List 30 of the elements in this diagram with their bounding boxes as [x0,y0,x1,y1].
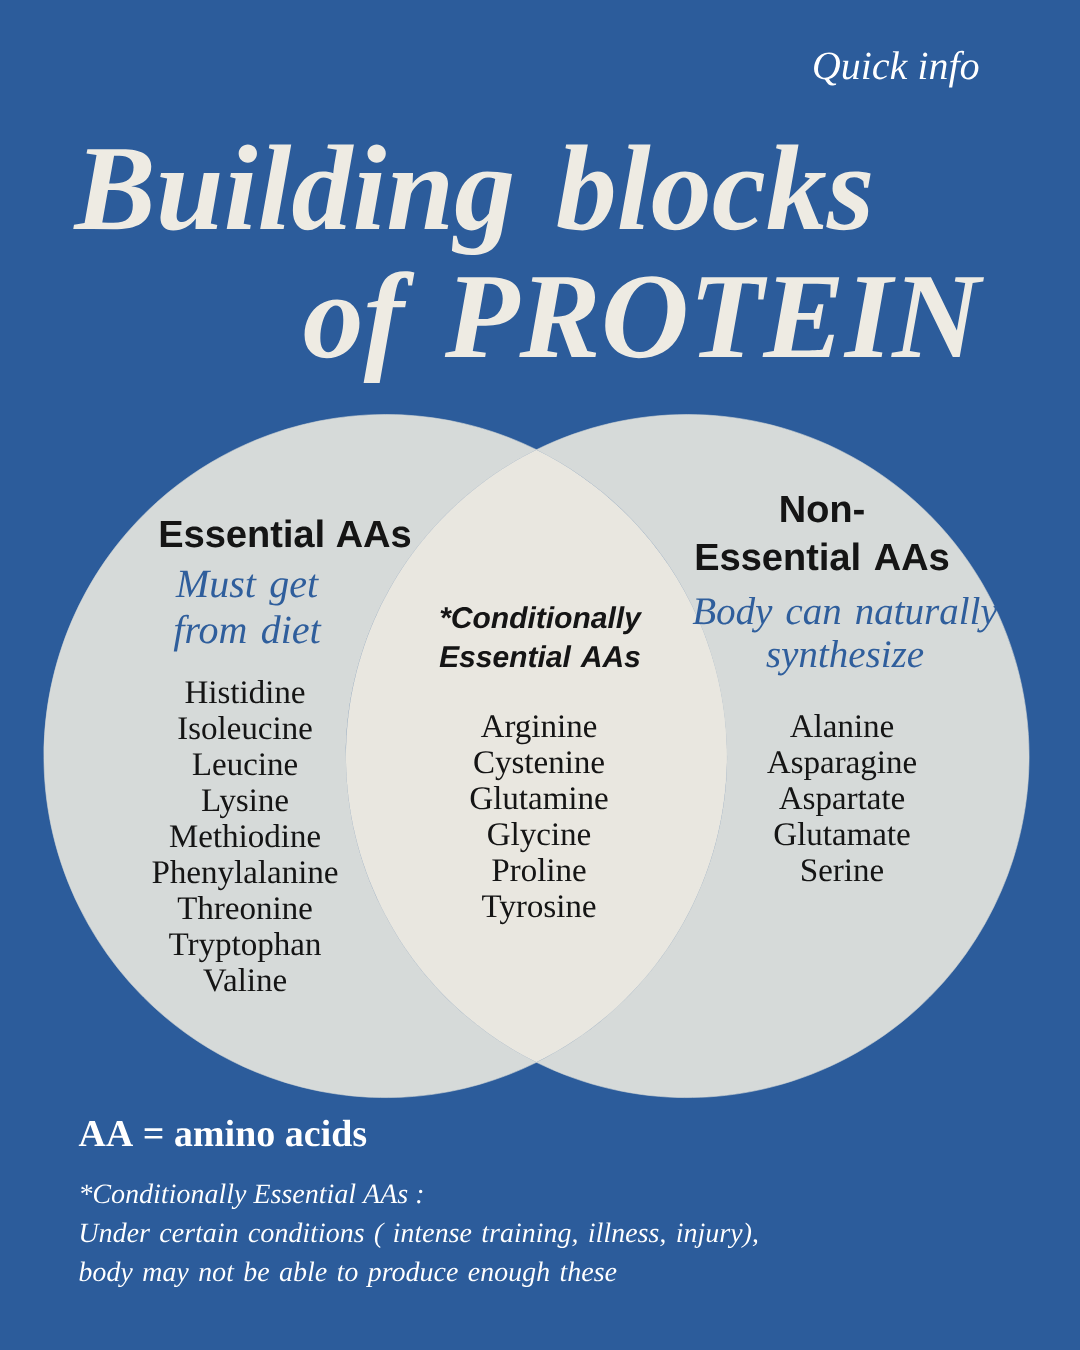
overlap-heading: *Conditionally Essential AAs [439,606,643,668]
list-item: Lysine [201,789,288,819]
list-item: Leucine [192,753,297,776]
list-item: Isoleucine [178,716,312,740]
list-item: Methiodine [169,824,320,848]
title: Building blocks of PROTEIN [73,144,984,383]
list-item: Aspartate [779,787,905,817]
list-item: Alanine [790,714,894,738]
list-item: Proline [492,858,586,882]
list-item: Threonine [177,896,312,920]
circle-heading: Essential AAs [160,519,411,548]
list-item: Arginine [480,715,597,745]
list-item: Phenylalanine [152,860,338,891]
list-item: Glycine [488,822,591,853]
list-item: Asparagine [767,751,916,781]
abbreviation-note: AA = amino acids [78,1119,367,1147]
list-item: Cystenine [474,751,604,781]
list-item: Glutamine [470,786,608,810]
circle-subtitle: Must get from diet [173,570,322,652]
footnote-heading: *Conditionally Essential AAs : [81,1183,423,1210]
list-item: Histidine [185,680,305,704]
circle-subtitle: Body can naturally synthesize [692,596,998,676]
circle-heading: Non-Essential AAs [696,495,949,571]
list-item: Valine [203,968,287,992]
list-item: Glutamate [774,822,910,846]
tag-text: Quick info [814,50,979,88]
footnote-text: Under certain conditions ( intense training, illness, injury), body may not be able to produce enough these [79,1222,758,1288]
list-item: Tyrosine [482,895,596,925]
list-item: Tryptophan [169,932,321,963]
list-item: Serine [802,859,883,882]
